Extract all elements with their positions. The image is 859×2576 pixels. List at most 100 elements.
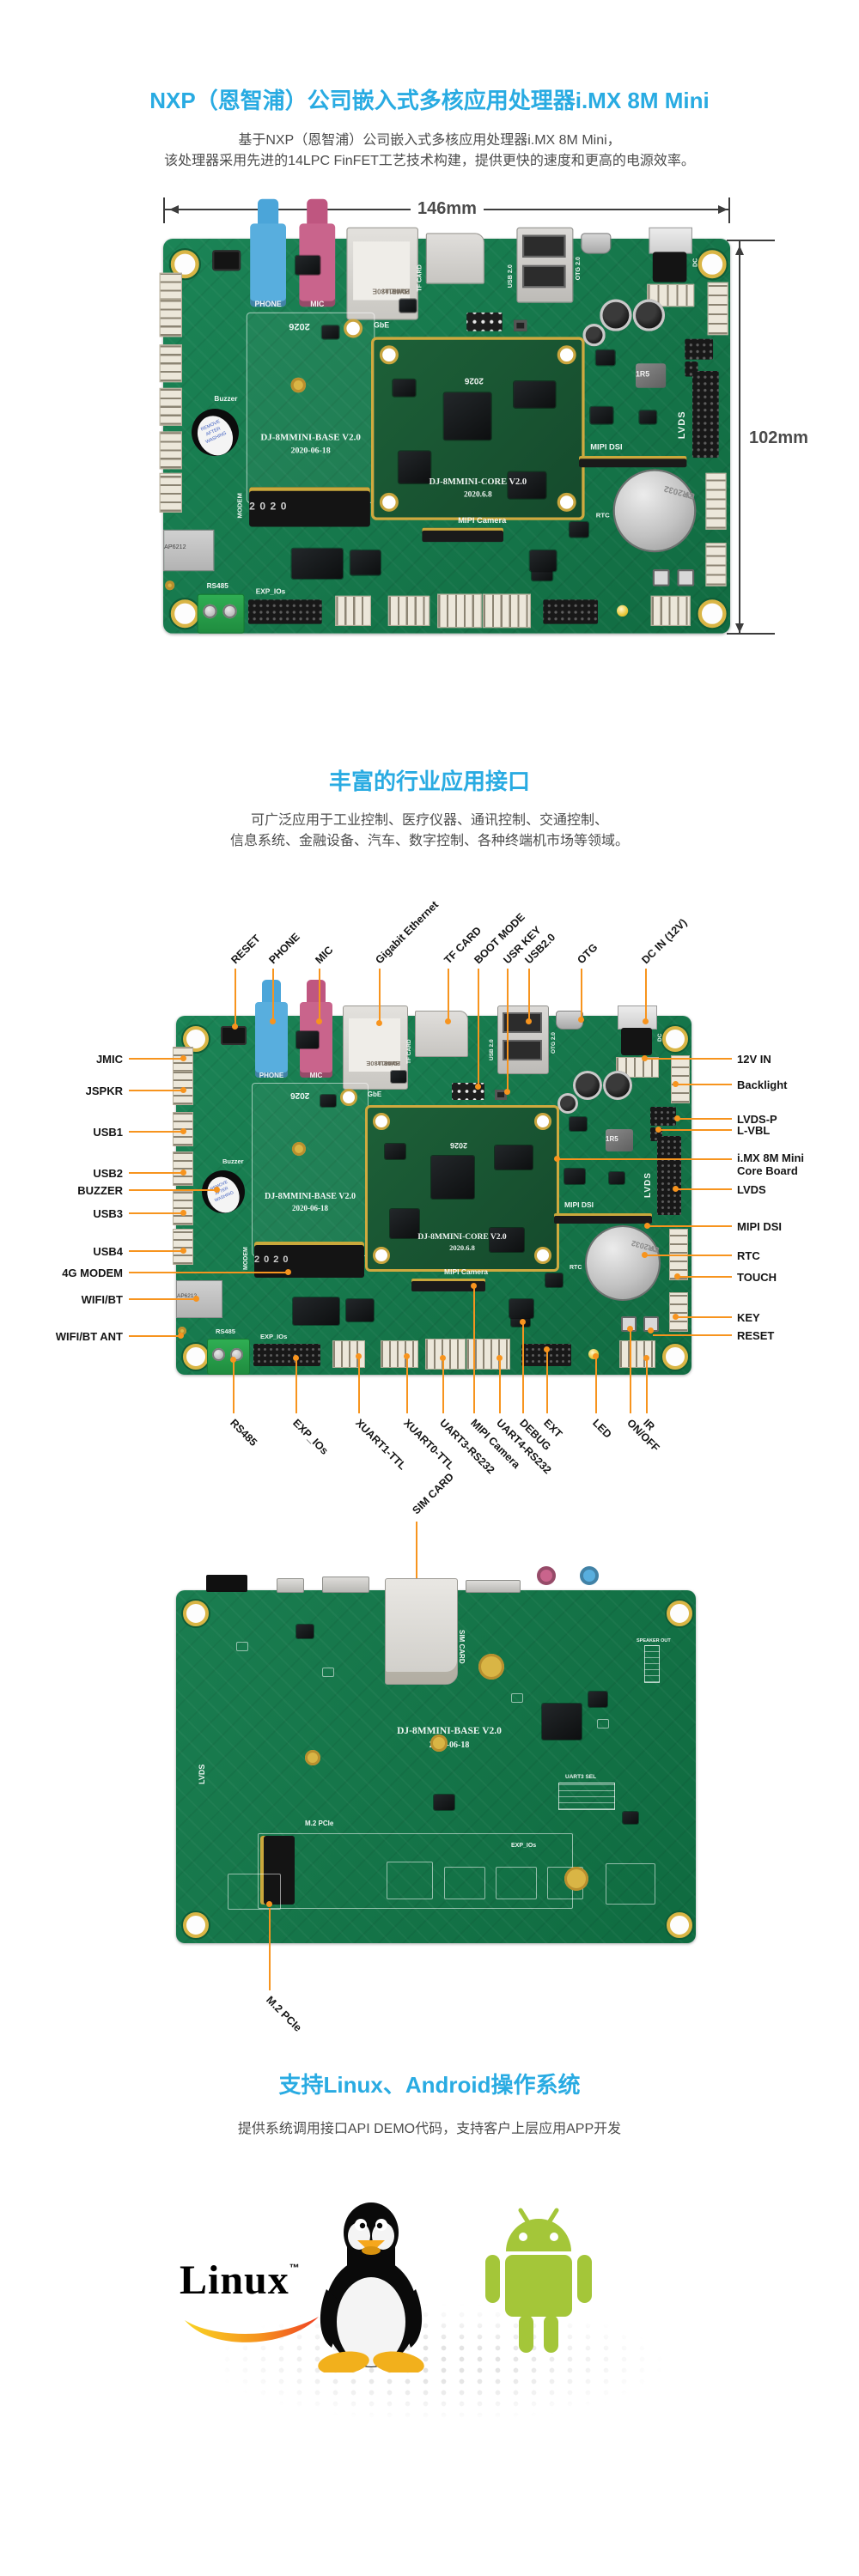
phone-jack-body: [250, 223, 286, 307]
core-hole: [373, 1113, 390, 1130]
flash-chip: [390, 1209, 419, 1238]
dc-silkscreen: DC: [657, 1033, 663, 1042]
callout-label: RS485: [228, 1417, 260, 1449]
ic-chip: [296, 1031, 319, 1048]
section2-title: 丰富的行业应用接口: [328, 769, 530, 794]
halftone-pattern: [146, 2298, 730, 2442]
ram-chip: [490, 1228, 524, 1252]
core-hole: [534, 1113, 551, 1130]
ic-chip: [570, 522, 588, 538]
led: [617, 605, 629, 617]
rear-usb: [466, 1580, 521, 1593]
dc-jack: [649, 227, 692, 254]
reset-button: [221, 1026, 247, 1045]
screw-hole: [344, 319, 363, 338]
callout-label: M.2 PCIe: [264, 1994, 304, 2034]
back-lvds-silkscreen: LVDS: [198, 1764, 206, 1784]
core-date-silkscreen: 2020.6.8: [463, 489, 492, 499]
buzzer-silkscreen: Buzzer: [222, 1157, 244, 1165]
ram-chip: [495, 1145, 533, 1170]
core-year-silkscreen: 2026: [450, 1140, 468, 1150]
callout-label: OTG: [575, 941, 600, 967]
uart3-connector: [437, 593, 482, 629]
rear-micro-usb: [277, 1578, 304, 1593]
dc-jack-body: [652, 252, 687, 283]
gold-hole: [290, 377, 307, 393]
uart3-connector: [425, 1339, 466, 1370]
callout-label: 12V IN: [737, 1053, 771, 1066]
tf-card-slot: [425, 233, 484, 284]
usb-silkscreen: USB 2.0: [489, 1039, 495, 1060]
ram-chip: [514, 381, 556, 408]
mipi-dsi-silkscreen: MIPI DSI: [564, 1200, 594, 1209]
core-board: 2026 DJ-8MMINI-CORE V2.0 2020.6.8: [365, 1105, 559, 1272]
core-hole: [557, 492, 576, 512]
usb-slot: [503, 1012, 542, 1033]
ic-chip: [545, 1273, 563, 1287]
usr-key-button: [495, 1090, 507, 1100]
mipi-dsi-connector: [554, 1213, 652, 1224]
width-dimension-label: 146mm: [411, 199, 484, 219]
phone-jack: [258, 198, 279, 228]
mounting-hole: [170, 599, 199, 629]
mipi-camera-silkscreen: MIPI Camera: [458, 515, 507, 526]
callout-label: LVDS: [737, 1183, 766, 1196]
callout-label: KEY: [737, 1311, 760, 1324]
callout-label: RESET: [228, 932, 263, 967]
mic-jack-top: [537, 1566, 556, 1585]
core-hole: [379, 345, 399, 365]
key-connector: [669, 1292, 688, 1332]
pad-outline: [606, 1863, 655, 1905]
usb3-connector: [159, 431, 182, 470]
mounting-hole: [698, 250, 727, 279]
m2-silkscreen: M.2 PCIe: [305, 1820, 334, 1827]
callout-label: EXP_IOs: [290, 1417, 331, 1457]
pad-outline: [322, 1668, 334, 1677]
dc-silkscreen: DC: [692, 258, 699, 267]
mipi-dsi-silkscreen: MIPI DSI: [590, 441, 623, 452]
mic-silkscreen: MIC: [310, 300, 325, 309]
section2-desc-line2: 信息系统、金融设备、汽车、数字控制、各种终端机市场等领域。: [229, 834, 629, 848]
usb4-connector: [159, 472, 182, 513]
pad-outline: [387, 1862, 433, 1899]
core-name-silkscreen: DJ-8MMINI-CORE V2.0: [417, 1233, 507, 1242]
ic-chip: [542, 1704, 582, 1740]
boot-mode-switch: [466, 312, 503, 331]
backlight-connector: [671, 1055, 690, 1103]
callout-label: i.MX 8M Mini Core Board: [737, 1151, 804, 1177]
height-dimension-label: 102mm: [746, 427, 812, 450]
ic-chip: [346, 1299, 374, 1321]
rs485-silkscreen: RS485: [216, 1327, 235, 1335]
cpu-chip: [431, 1156, 474, 1199]
mipi-camera-connector: [422, 527, 503, 543]
rs485-terminal: [207, 1339, 250, 1375]
mipi-camera-connector: [411, 1279, 485, 1291]
otg-silkscreen: OTG 2.0: [575, 256, 582, 281]
gold-pad: [564, 1867, 588, 1891]
section1-desc-line2: 该处理器采用先进的14LPC FinFET工艺技术构建，提供更快的速度和更高的电…: [164, 154, 695, 168]
callout-label: Gigabit Ethernet: [373, 898, 442, 967]
cpu-chip: [443, 392, 491, 440]
ext-header: [543, 599, 598, 624]
uart4-connector: [482, 593, 531, 629]
xuart0-connector: [387, 595, 430, 626]
year-silkscreen: 2026: [290, 1091, 310, 1100]
exp-ios-header: [253, 1344, 320, 1366]
pad-outline: [511, 1693, 523, 1703]
flash-chip: [398, 451, 431, 483]
back-name-silkscreen: DJ-8MMINI-BASE V2.0: [397, 1726, 502, 1736]
ic-chip: [434, 1795, 454, 1810]
mounting-hole: [183, 1912, 209, 1938]
terminal-screw: [212, 1348, 225, 1361]
usr-key-button: [514, 319, 527, 331]
capacitor: [632, 299, 666, 331]
callout-label: LED: [590, 1417, 614, 1441]
ir-connector: [650, 595, 691, 626]
onoff-button: [652, 569, 670, 586]
